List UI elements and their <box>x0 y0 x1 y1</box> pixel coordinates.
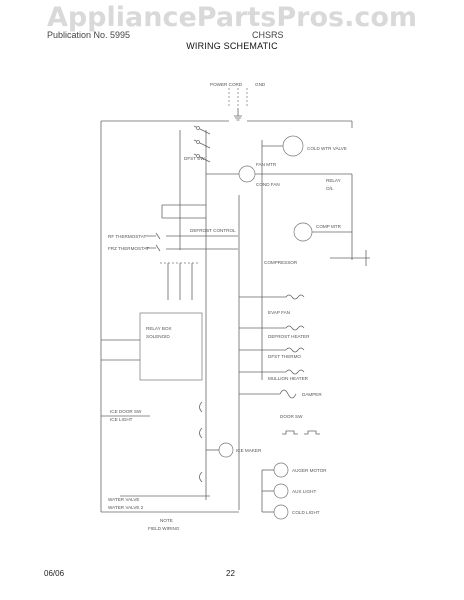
cold-water-valve-label: COLD WTR VALVE <box>307 146 347 151</box>
ref-damper-label: DAMPER <box>302 392 322 397</box>
auger-motor: AUGER MOTOR <box>273 462 327 478</box>
fan-motor: FAN MTR COND FAN <box>206 162 300 187</box>
thermostats: RF THERMOSTAT FRZ THERMOSTAT <box>108 204 206 252</box>
defrost-control-label: DEFROST CONTROL <box>190 228 236 233</box>
mullion-heater-label: MULLION HEATER <box>268 376 309 381</box>
compressor-connector: COMPRESSOR <box>160 260 298 300</box>
ref-damper: DAMPER <box>239 389 322 399</box>
legend-note-title: NOTE <box>160 518 173 523</box>
auger-motor-label: AUGER MOTOR <box>292 468 327 473</box>
dispenser-switch: DOOR SW <box>280 414 320 435</box>
ref-thermostat-label: RF THERMOSTAT <box>108 234 146 239</box>
defrost-timer-switch: DFST SW <box>184 125 211 163</box>
evaporator-fan: EVAP FAN <box>239 294 305 315</box>
power-cord: POWER CORD GND <box>210 82 266 121</box>
defrost-control: DEFROST CONTROL <box>166 228 238 250</box>
evaporator-fan-label: EVAP FAN <box>268 310 290 315</box>
legend-note-text: FIELD WIRING <box>148 526 180 531</box>
water-valve-2-label: WATER VALVE 2 <box>108 505 144 510</box>
ice-maker: ICE MAKER <box>206 442 262 458</box>
water-valve: WATER VALVE WATER VALVE 2 <box>101 495 239 513</box>
page-title: WIRING SCHEMATIC <box>186 41 278 51</box>
solenoid-label: SOLENOID <box>146 334 170 339</box>
cold-light-label: COLD LIGHT <box>292 510 320 515</box>
mullion-heater: MULLION HEATER <box>239 369 309 381</box>
overload-label: O/L <box>326 186 334 191</box>
relay-box-label: RELAY BOX <box>146 326 172 331</box>
footer-date: 06/06 <box>44 569 65 578</box>
water-valve-label: WATER VALVE <box>108 497 139 502</box>
cold-light: COLD LIGHT <box>261 469 320 520</box>
publication-number: Publication No. 5995 <box>47 30 131 40</box>
defrost-heater-label: DEFROST HEATER <box>268 334 310 339</box>
site-watermark: AppliancePartsPros.com <box>46 2 418 33</box>
frz-thermostat-label: FRZ THERMOSTAT <box>108 246 149 251</box>
relay-label: RELAY <box>326 178 341 183</box>
fan-motor-sub-label: COND FAN <box>256 182 280 187</box>
door-switch-label: DOOR SW <box>280 414 303 419</box>
power-cord-label: POWER CORD <box>210 82 243 87</box>
main-bus <box>100 120 353 512</box>
defrost-heater: DEFROST HEATER <box>239 325 310 339</box>
compressor-label: COMPRESSOR <box>264 260 298 265</box>
fan-motor-label: FAN MTR <box>256 162 277 167</box>
aux-light-label: AUX LIGHT <box>292 489 316 494</box>
defrost-thermostat-label: DFST THERMO <box>268 354 301 359</box>
ice-door-switch: ICE DOOR SW ICE LIGHT <box>101 401 203 483</box>
ground-label: GND <box>255 82 266 87</box>
ice-maker-label: ICE MAKER <box>236 448 262 453</box>
aux-light: AUX LIGHT <box>273 483 316 499</box>
compressor-motor-label: COMP MTR <box>316 224 342 229</box>
defrost-thermostat: DFST THERMO <box>239 347 305 359</box>
legend-note: NOTE FIELD WIRING <box>148 518 180 531</box>
cold-water-valve: COLD WTR VALVE <box>262 135 347 157</box>
footer-page-number: 22 <box>226 569 235 578</box>
ice-light-label: ICE LIGHT <box>110 417 133 422</box>
compressor-relay: RELAY O/L COMP MTR <box>293 173 370 266</box>
defrost-timer-switch-label: DFST SW <box>184 156 205 161</box>
model-number: CHSRS <box>252 30 284 40</box>
relay-box: RELAY BOX SOLENOID <box>101 312 203 381</box>
ice-door-switch-label: ICE DOOR SW <box>110 409 142 414</box>
